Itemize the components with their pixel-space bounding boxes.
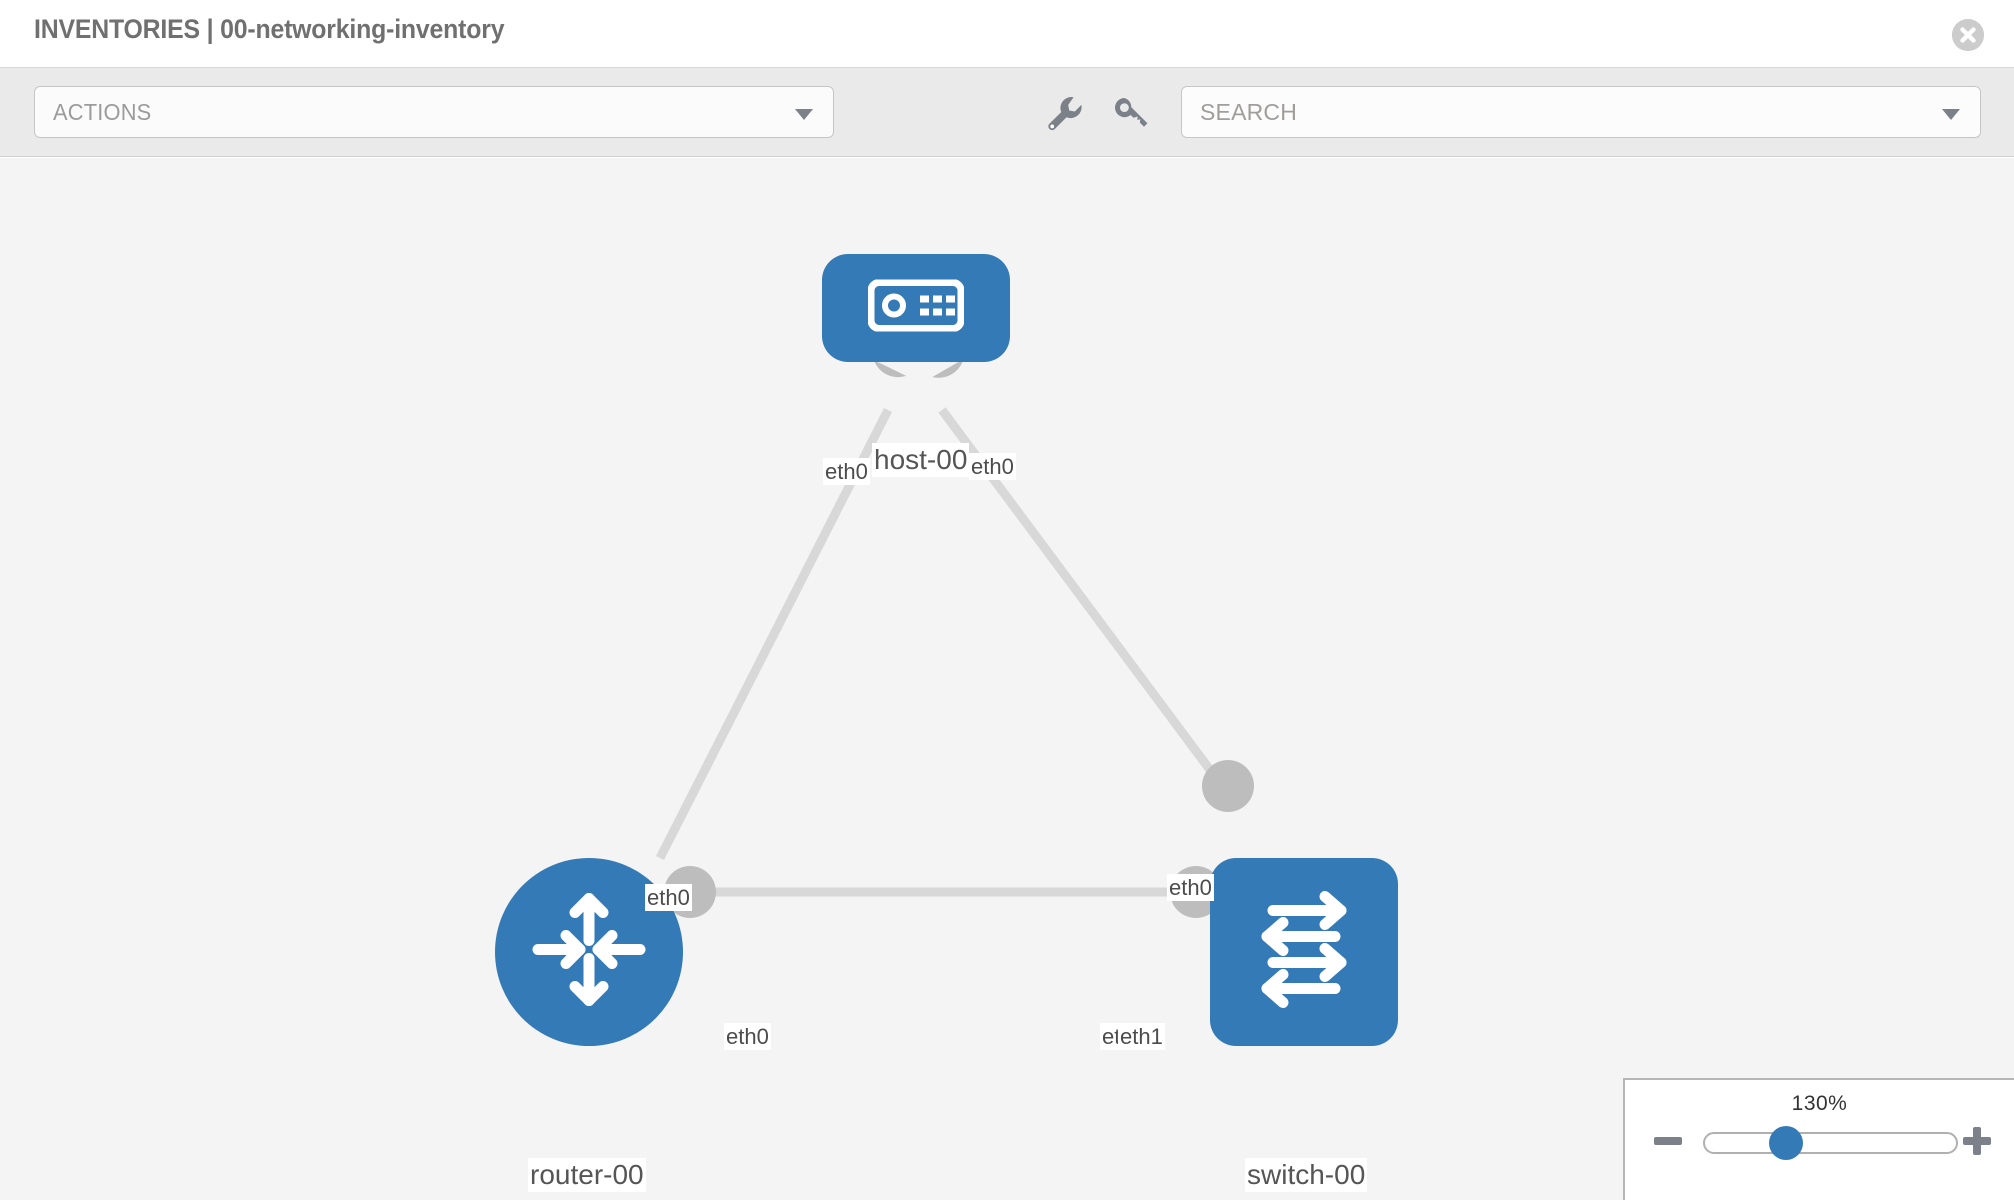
- node-label-host-00: host-00: [872, 443, 970, 477]
- search-placeholder: SEARCH: [1200, 99, 1298, 125]
- server-device-icon: [867, 279, 965, 337]
- zoom-slider-track[interactable]: [1703, 1132, 1958, 1154]
- toolbar: ACTIONS SEARCH: [0, 68, 2014, 157]
- key-icon[interactable]: [1110, 92, 1152, 134]
- edge-label-switch-left: eth1: [1118, 1023, 1165, 1050]
- actions-dropdown[interactable]: ACTIONS: [34, 86, 834, 138]
- plus-icon[interactable]: [1960, 1124, 1994, 1158]
- close-icon[interactable]: [1952, 19, 1984, 51]
- zoom-percent-label: 130%: [1791, 1092, 1848, 1115]
- zoom-control-panel: 130%: [1623, 1078, 2014, 1200]
- page-title: INVENTORIES | 00-networking-inventory: [34, 14, 505, 44]
- minus-icon[interactable]: [1651, 1124, 1685, 1158]
- wrench-icon[interactable]: [1043, 92, 1085, 134]
- switch-arrows-icon: [1245, 891, 1363, 1014]
- edge-label-router-right: eth0: [724, 1023, 771, 1050]
- node-label-switch-00: switch-00: [1245, 1158, 1368, 1192]
- topology-canvas[interactable]: host-00: [0, 158, 2014, 1200]
- edge-label-host-right: eth0: [969, 453, 1016, 480]
- node-label-router-00: router-00: [528, 1158, 646, 1192]
- node-switch-00[interactable]: [1210, 858, 1398, 1046]
- zoom-slider-thumb[interactable]: [1769, 1126, 1803, 1160]
- router-arrows-icon: [528, 889, 650, 1016]
- node-router-00[interactable]: [495, 858, 683, 1046]
- search-input[interactable]: SEARCH: [1181, 86, 1981, 138]
- edge-label-router-up: eth0: [645, 884, 692, 911]
- chevron-down-icon: [795, 109, 813, 120]
- node-host-00[interactable]: [822, 254, 1010, 362]
- edge-label-switch-up: eth0: [1167, 874, 1214, 901]
- page-header: INVENTORIES | 00-networking-inventory: [0, 0, 2014, 68]
- edge-label-host-left: eth0: [823, 458, 870, 485]
- edge-lines: [655, 407, 1229, 897]
- actions-dropdown-label: ACTIONS: [53, 99, 152, 125]
- search-chevron-down-icon[interactable]: [1942, 109, 1960, 120]
